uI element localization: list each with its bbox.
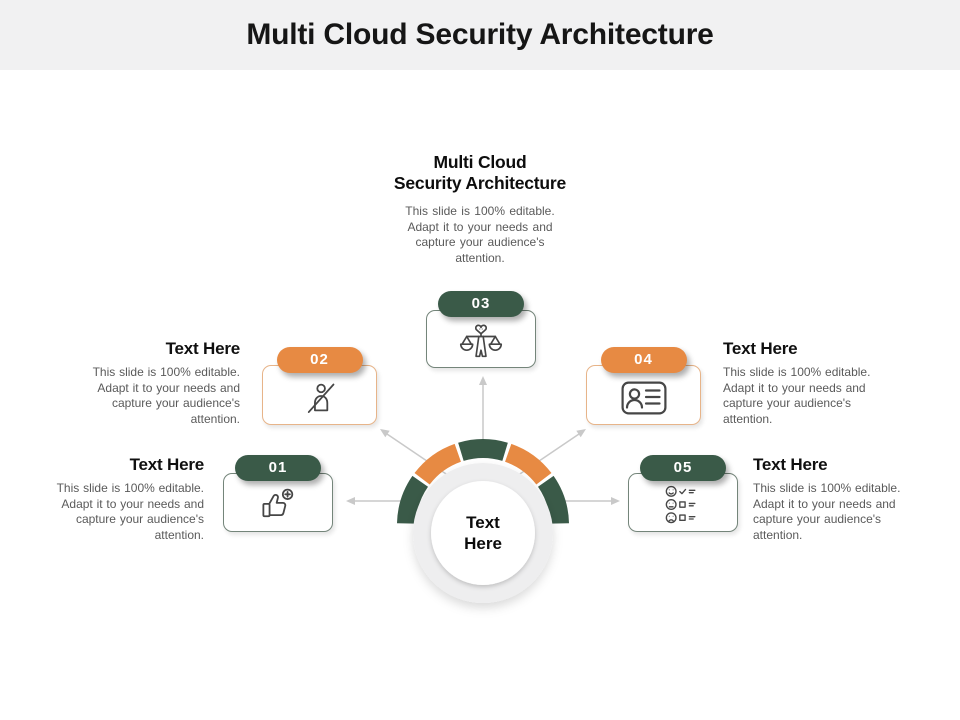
ring-segment-5 [537,475,569,524]
connector-lines [354,384,612,502]
node-02-badge: 02 [276,347,363,373]
center-heading-line1: Multi Cloud [433,152,527,172]
arrow-left-icon [346,497,355,505]
id-card-icon [621,381,667,415]
ring-segment-4 [504,443,552,485]
text-block-heading: Text Here [753,455,828,474]
no-user-icon [302,380,338,416]
arrow-up-left-icon [380,429,390,438]
text-block-body: This slide is 100% editable. Adapt it to… [92,365,240,426]
arrow-up-icon [479,376,487,385]
connector-04 [510,433,580,481]
node-01-badge: 01 [235,455,321,481]
center-heading: Multi Cloud Security Architecture This s… [380,152,580,266]
text-block-top-right: Text Here This slide is 100% editable. A… [723,339,881,427]
text-block-heading: Text Here [723,339,798,358]
connector-arrowheads [346,376,620,505]
node-04: 04 [586,347,701,425]
node-01: 01 [223,455,333,532]
node-02-box [262,365,377,425]
text-block-body: This slide is 100% editable. Adapt it to… [56,481,204,542]
text-block-body: This slide is 100% editable. Adapt it to… [753,481,901,542]
center-heading-line2: Security Architecture [393,173,567,193]
text-block-body: This slide is 100% editable. Adapt it to… [723,365,871,426]
node-03-badge: 03 [438,291,524,317]
text-block-top-left: Text Here This slide is 100% editable. A… [82,339,241,427]
center-heading-description: This slide is 100% editable. Adapt it to… [405,204,555,265]
text-block-bottom-right: Text Here This slide is 100% editable. A… [753,455,911,543]
arrow-right-icon [611,497,620,505]
node-04-badge: 04 [600,347,687,373]
slide-header: Multi Cloud Security Architecture [0,0,960,70]
node-03: 03 [426,291,536,368]
ring-segment-3 [458,439,508,461]
heart-scales-icon [459,322,503,362]
node-02: 02 [262,347,377,425]
hub-label: Text Here [464,513,502,553]
survey-faces-icon [664,485,702,525]
node-05-badge: 05 [640,455,726,481]
slide-title: Multi Cloud Security Architecture [246,18,714,51]
connector-02 [386,433,456,481]
ring-segment-2 [414,443,462,485]
node-05: 05 [628,455,738,532]
text-block-heading: Text Here [165,339,241,358]
text-block-heading: Text Here [129,455,205,474]
text-block-bottom-left: Text Here This slide is 100% editable. A… [46,455,205,543]
node-03-box [426,310,536,368]
ring-segment-1 [397,475,429,524]
arrow-up-right-icon [576,429,586,438]
thumbs-up-plus-icon [260,488,296,522]
